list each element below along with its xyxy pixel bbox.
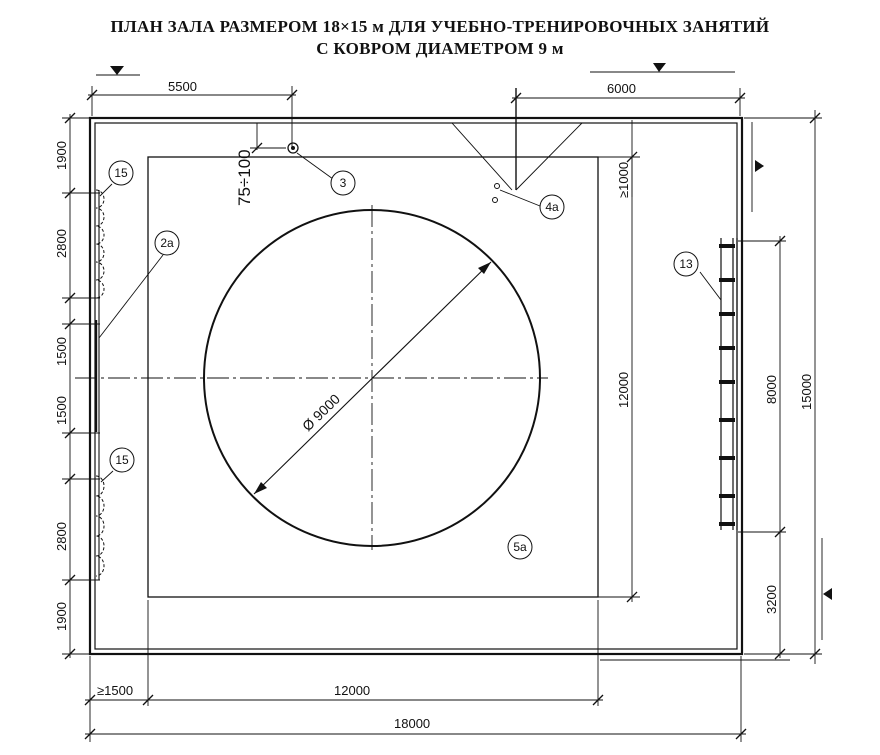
- fixture-3-leader: [296, 152, 334, 180]
- dim-tick: [142, 694, 154, 706]
- fixture-offset-label: 75÷100: [235, 149, 254, 206]
- hall-outer-wall: [88, 116, 744, 656]
- dim-bottom-mat-label: 12000: [334, 683, 370, 698]
- leader-15-upper: [99, 183, 113, 197]
- diameter-arrow-top: [478, 262, 491, 274]
- dim-right-bars-offset-label: 3200: [764, 585, 779, 614]
- tag-15-upper: 15: [108, 160, 134, 186]
- tag-15-upper-label: 15: [114, 166, 128, 180]
- dim-right-mat-label: 12000: [616, 372, 631, 408]
- dim-left-5-label: 2800: [54, 522, 69, 551]
- dim-right-total-label: 15000: [799, 374, 814, 410]
- drawing-title-line2: С КОВРОМ ДИАМЕТРОМ 9 м: [316, 39, 564, 58]
- section-marker-right-top: [755, 160, 764, 172]
- dim-tick: [510, 92, 522, 104]
- equip-4a-ring-a: [494, 183, 500, 189]
- tag-13: 13: [673, 251, 699, 277]
- tag-2a: 2a: [154, 230, 180, 256]
- dim-left-1-label: 1900: [54, 141, 69, 170]
- tag-15-lower: 15: [109, 447, 135, 473]
- mat-square: [147, 156, 599, 598]
- wall-bars: [719, 238, 738, 530]
- dim-left-3-label: 1500: [54, 337, 69, 366]
- dim-tick: [734, 92, 746, 104]
- diameter-arrow-bottom: [254, 482, 267, 494]
- dim-left-4-label: 1500: [54, 396, 69, 425]
- tag-2a-label: 2a: [160, 236, 174, 250]
- dim-top-left-label: 5500: [168, 79, 197, 94]
- dim-left-2-label: 2800: [54, 229, 69, 258]
- wall-bars-leader: [699, 271, 722, 301]
- leader-2a: [98, 254, 164, 339]
- wall-mats-lower: [95, 475, 105, 577]
- dim-bottom-offset-label: ≥1500: [97, 683, 133, 698]
- equip-4a-line-b: [515, 122, 583, 191]
- tag-4a: 4a: [539, 194, 565, 220]
- dim-tick: [286, 89, 298, 101]
- tag-5a-label: 5a: [513, 540, 527, 554]
- section-marker-top-right: [653, 63, 666, 72]
- dim-tick: [84, 694, 96, 706]
- section-marker-right-bottom: [823, 588, 832, 600]
- tag-5a: 5a: [507, 534, 533, 560]
- dim-tick: [251, 142, 263, 154]
- tag-3: 3: [330, 170, 356, 196]
- fixture-3-dot: [291, 146, 295, 150]
- dim-top-right-label: 6000: [607, 81, 636, 96]
- dim-tick: [735, 728, 747, 740]
- dim-right-top-offset-label: ≥1000: [616, 162, 631, 198]
- dim-tick: [592, 694, 604, 706]
- dim-tick: [84, 728, 96, 740]
- dim-tick: [774, 235, 786, 247]
- section-marker-top-left: [110, 66, 124, 75]
- dim-tick: [86, 89, 98, 101]
- drawing-title-line1: ПЛАН ЗАЛА РАЗМЕРОМ 18×15 м ДЛЯ УЧЕБНО-ТР…: [110, 17, 770, 36]
- dim-tick: [809, 648, 821, 660]
- hall-inner-wall: [94, 122, 738, 650]
- dim-left-6-label: 1900: [54, 602, 69, 631]
- dim-tick: [774, 526, 786, 538]
- dim-left-ext-lines: [62, 117, 100, 655]
- wall-mats-upper: [95, 189, 105, 299]
- tag-3-label: 3: [340, 176, 347, 190]
- diameter-line: [253, 261, 492, 495]
- leader-15-lower: [100, 470, 114, 483]
- dim-right-bars-label: 8000: [764, 375, 779, 404]
- tag-4a-label: 4a: [545, 200, 559, 214]
- equip-4a-ring-b: [492, 197, 498, 203]
- tag-13-label: 13: [679, 257, 693, 271]
- fixture-3-ring: [287, 142, 299, 154]
- dim-bottom-total-label: 18000: [394, 716, 430, 731]
- tag-15-lower-label: 15: [115, 453, 129, 467]
- equip-4a-leader: [499, 189, 541, 207]
- dim-tick: [809, 112, 821, 124]
- dim-tick: [626, 591, 638, 603]
- equip-4a-line-a: [451, 122, 513, 191]
- dim-left-ticks: [64, 112, 76, 660]
